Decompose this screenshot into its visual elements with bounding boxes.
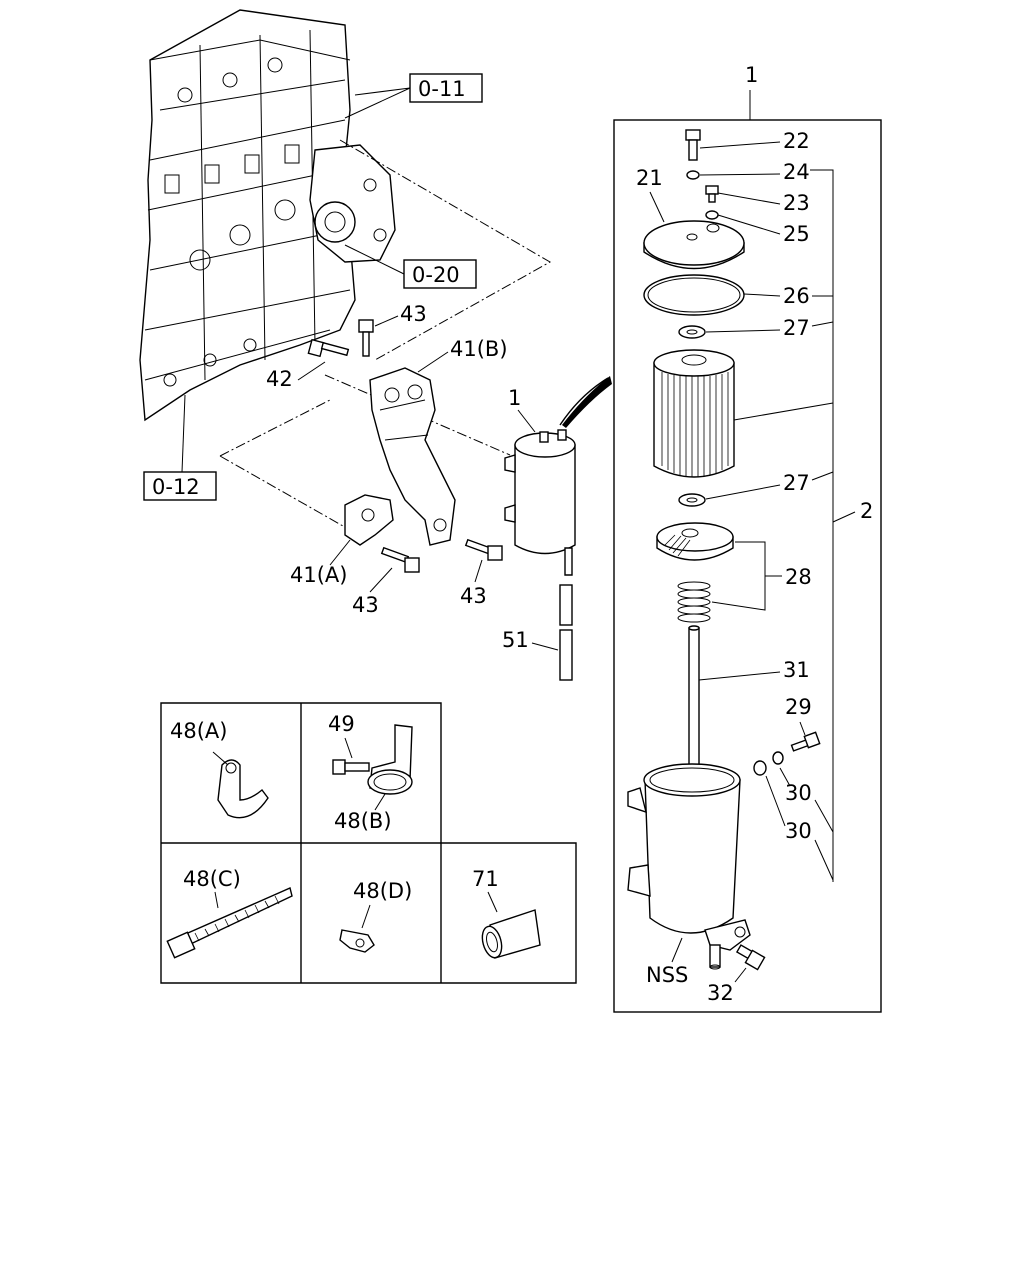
part-30-washer-b [753,760,767,776]
svg-text:49: 49 [328,712,355,736]
svg-text:21: 21 [636,166,663,190]
part-28-spring [677,581,711,623]
inset-cell-71[interactable]: 71 [472,867,541,960]
svg-text:28: 28 [785,565,812,589]
inset-grid [160,702,577,984]
part-26-o-ring [643,274,745,316]
part-32-drain-plug [735,944,766,971]
svg-text:48(C): 48(C) [183,867,241,891]
label-41a: 41(A) [290,563,347,587]
filter-panel-frame [613,119,882,1013]
inset-cell-48c[interactable]: 48(C) [166,867,293,959]
bolt-43-left [380,546,420,573]
part-30-washer-a [772,751,784,765]
svg-text:48(B): 48(B) [334,809,392,833]
label-43-right: 43 [460,584,487,608]
inset-cell-48d[interactable]: 48(D) [339,879,412,953]
svg-text:27: 27 [783,471,810,495]
inset-cell-48a[interactable]: 48(A) [170,719,269,819]
svg-text:32: 32 [707,981,734,1005]
svg-text:27: 27 [783,316,810,340]
ref-0-12-leader [181,394,186,473]
filter-case [627,763,751,970]
svg-text:71: 71 [472,867,499,891]
label-43-left: 43 [352,593,379,617]
part-23-plug [705,185,719,203]
part-27-seal-bottom [678,493,706,507]
svg-text:0-20: 0-20 [412,263,460,287]
part-25-washer [705,210,719,220]
mount-line-upper [339,139,552,361]
bolt-43-top [358,319,374,357]
mount-line-lower [219,399,351,531]
svg-text:26: 26 [783,284,810,308]
svg-text:48(D): 48(D) [353,879,412,903]
pipe-51 [559,584,573,681]
engine-block [139,9,396,422]
part-27-seal-top [678,325,706,339]
label-41b: 41(B) [450,337,508,361]
svg-text:25: 25 [783,222,810,246]
part-28-spring-seat [656,522,734,561]
bracket-41a [344,494,394,546]
part-31-center-rod [688,625,700,779]
ref-box-0-12[interactable]: 0-12 [143,471,217,501]
sub-assy-bracket [810,169,834,882]
label-51: 51 [502,628,529,652]
label-assy-1: 1 [745,63,758,87]
filter-assembly-small [504,376,612,576]
label-assy-1-small: 1 [508,386,521,410]
label-assy-2: 2 [860,499,873,523]
part-22-bolt [685,129,701,161]
bolt-43-right [464,538,503,561]
bracket-41b [369,367,456,546]
svg-text:31: 31 [783,658,810,682]
svg-text:22: 22 [783,129,810,153]
bolt-42 [307,338,350,358]
part-24-washer [686,170,700,180]
ref-0-20-leader [344,244,405,275]
label-43-top: 43 [400,302,427,326]
svg-text:30: 30 [785,819,812,843]
ref-box-0-20[interactable]: 0-20 [403,259,477,289]
label-nss: NSS [646,963,688,987]
ref-box-0-11[interactable]: 0-11 [409,73,483,103]
part-29-bolt [790,731,821,752]
filter-element [653,349,735,478]
svg-text:23: 23 [783,191,810,215]
inset-cell-49-48b[interactable]: 49 48(B) [328,712,413,833]
svg-text:0-12: 0-12 [152,475,200,499]
svg-text:24: 24 [783,160,810,184]
svg-text:48(A): 48(A) [170,719,227,743]
svg-text:29: 29 [785,695,812,719]
part-21-cover [643,220,745,270]
ref-0-11-leader [344,87,411,119]
svg-text:0-11: 0-11 [418,77,466,101]
mount-line-bolt-42 [324,374,511,456]
label-42: 42 [266,367,293,391]
